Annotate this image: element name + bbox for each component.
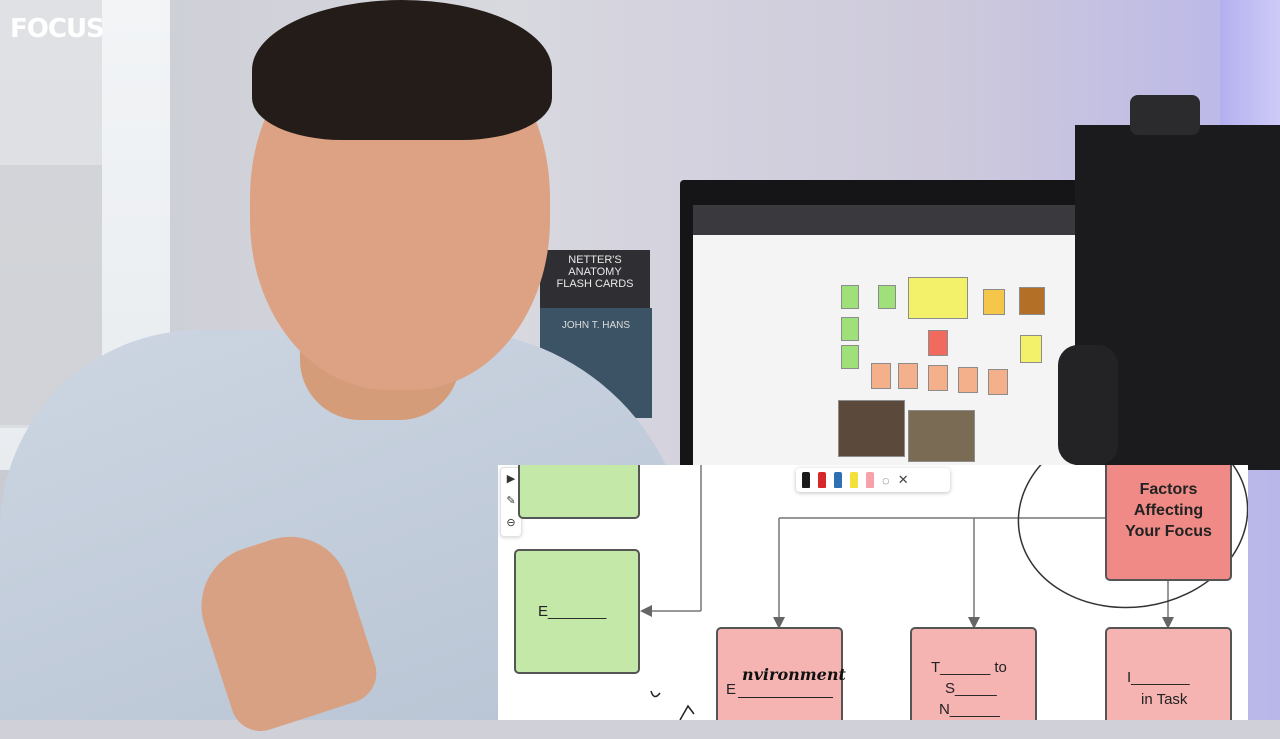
book-author: JOHN T. HANS [561, 320, 631, 331]
close-icon[interactable]: ✕ [897, 472, 909, 487]
interest-line-2: in Task [1141, 691, 1188, 708]
mini-box [1020, 335, 1042, 363]
mini-box [983, 289, 1005, 315]
pen-pink[interactable] [866, 472, 874, 488]
connector-lines [640, 465, 1248, 720]
browser-bar [693, 205, 1078, 235]
mini-photo [838, 400, 905, 457]
mini-box [898, 363, 918, 389]
logo-panel: FOCUS [0, 0, 105, 428]
time-line-3: N______ [939, 701, 1000, 718]
pen-red[interactable] [818, 472, 826, 488]
book-netters: NETTER'S ANATOMY FLASH CARDS [540, 250, 650, 310]
time-line-2: S_____ [945, 680, 997, 697]
factors-label: Factors Affecting Your Focus [1107, 479, 1230, 542]
time-line-1: T______ to [931, 659, 1007, 676]
mini-box [908, 277, 968, 319]
mini-box [871, 363, 891, 389]
person-hair [252, 0, 552, 140]
mini-box [841, 285, 859, 309]
green-box-label: E_______ [538, 603, 607, 620]
mini-box [841, 317, 859, 341]
mini-box [958, 367, 978, 393]
zoom-out-icon[interactable]: ⊖ [506, 517, 516, 529]
green-box-top [518, 465, 640, 519]
interest-box: I_______ in Task [1105, 627, 1232, 720]
mini-box [928, 365, 948, 391]
lasso-icon[interactable]: ◌ [882, 472, 890, 488]
focus-logo: FOCUS [10, 14, 105, 44]
factors-line: Your Focus [1125, 523, 1212, 540]
hand-drawn-circle [1017, 465, 1248, 609]
mini-box [1019, 287, 1045, 315]
whiteboard-overlay: ▶ ✎ ⊖ ◌ ✕ E_______ Factors Affecting You… [498, 465, 1248, 720]
factors-line: Factors [1139, 481, 1198, 498]
pointer-tool-icon[interactable]: ▶ [506, 473, 516, 485]
time-box: T______ to S_____ N______ [910, 627, 1037, 720]
book-title-1: NETTER'S [568, 254, 622, 266]
ink-mark [679, 704, 695, 720]
mini-box [878, 285, 896, 309]
pen-black[interactable] [802, 472, 810, 488]
book-title-2: ANATOMY [568, 266, 622, 278]
handwritten-word: nvironment [742, 665, 846, 684]
pen-yellow[interactable] [850, 472, 858, 488]
book-title-3: FLASH CARDS [556, 278, 634, 290]
mini-box [841, 345, 859, 369]
pen-palette: ◌ ✕ [796, 468, 950, 492]
environment-box: E nvironment [716, 627, 846, 720]
ink-mark [650, 690, 661, 698]
mini-box [928, 330, 948, 356]
mini-box [988, 369, 1008, 395]
microphone [1058, 345, 1118, 465]
factors-line: Affecting [1133, 502, 1204, 519]
environment-letter: E [726, 681, 737, 698]
pen-tool-icon[interactable]: ✎ [506, 495, 516, 507]
pen-blue[interactable] [834, 472, 842, 488]
interest-line-1: I_______ [1127, 669, 1190, 686]
factors-box: Factors Affecting Your Focus [1105, 465, 1232, 581]
green-box: E_______ [514, 549, 640, 674]
webcam [1130, 95, 1200, 135]
mini-photo [908, 410, 975, 462]
blank-line [738, 697, 833, 698]
monitor-screen [693, 205, 1078, 465]
